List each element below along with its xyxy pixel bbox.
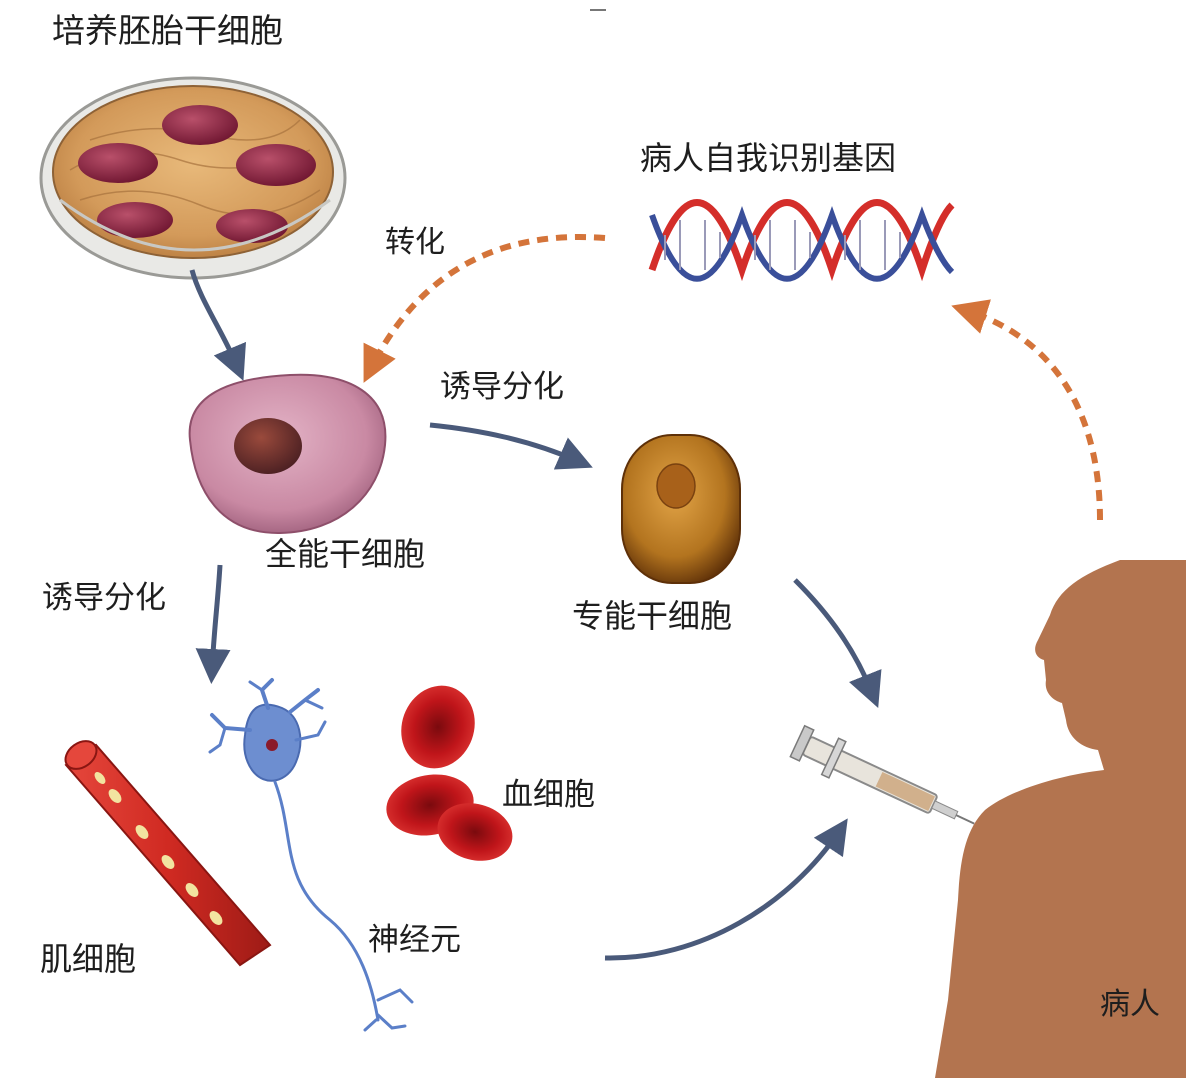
title-culture-embryonic-stem-cells: 培养胚胎干细胞 (52, 14, 283, 47)
arrow-stem-to-pluripotent (430, 425, 580, 462)
arrow-cells-to-syringe (605, 830, 840, 958)
label-patient: 病人 (1100, 990, 1160, 1020)
label-totipotent-stem-cell: 全能干细胞 (265, 538, 425, 570)
totipotent-cell-icon (190, 375, 386, 533)
arrow-pluripotent-to-patient (795, 580, 873, 695)
neuron-icon (210, 680, 412, 1030)
label-induced-differentiation-1: 诱导分化 (440, 372, 564, 403)
syringe-icon (789, 723, 983, 842)
label-self-recognition-gene: 病人自我识别基因 (640, 142, 896, 174)
label-blood-cell: 血细胞 (502, 780, 595, 811)
petri-dish-icon (41, 78, 345, 278)
label-muscle-cell: 肌细胞 (40, 943, 136, 975)
dna-helix-icon (652, 203, 952, 279)
label-induced-differentiation-2: 诱导分化 (42, 583, 166, 614)
label-transform: 转化 (385, 228, 445, 258)
red-blood-cell-icon (381, 675, 518, 869)
arrow-dish-to-stem-cell (192, 270, 238, 368)
label-pluripotent-stem-cell: 专能干细胞 (572, 600, 732, 632)
top-mark (590, 9, 606, 11)
label-neuron: 神经元 (368, 925, 461, 956)
pluripotent-cell-icon (622, 435, 740, 583)
dashed-arrow-patient-to-gene (965, 310, 1100, 520)
arrow-stem-to-differentiated (212, 565, 220, 670)
muscle-fiber-icon (60, 735, 270, 965)
